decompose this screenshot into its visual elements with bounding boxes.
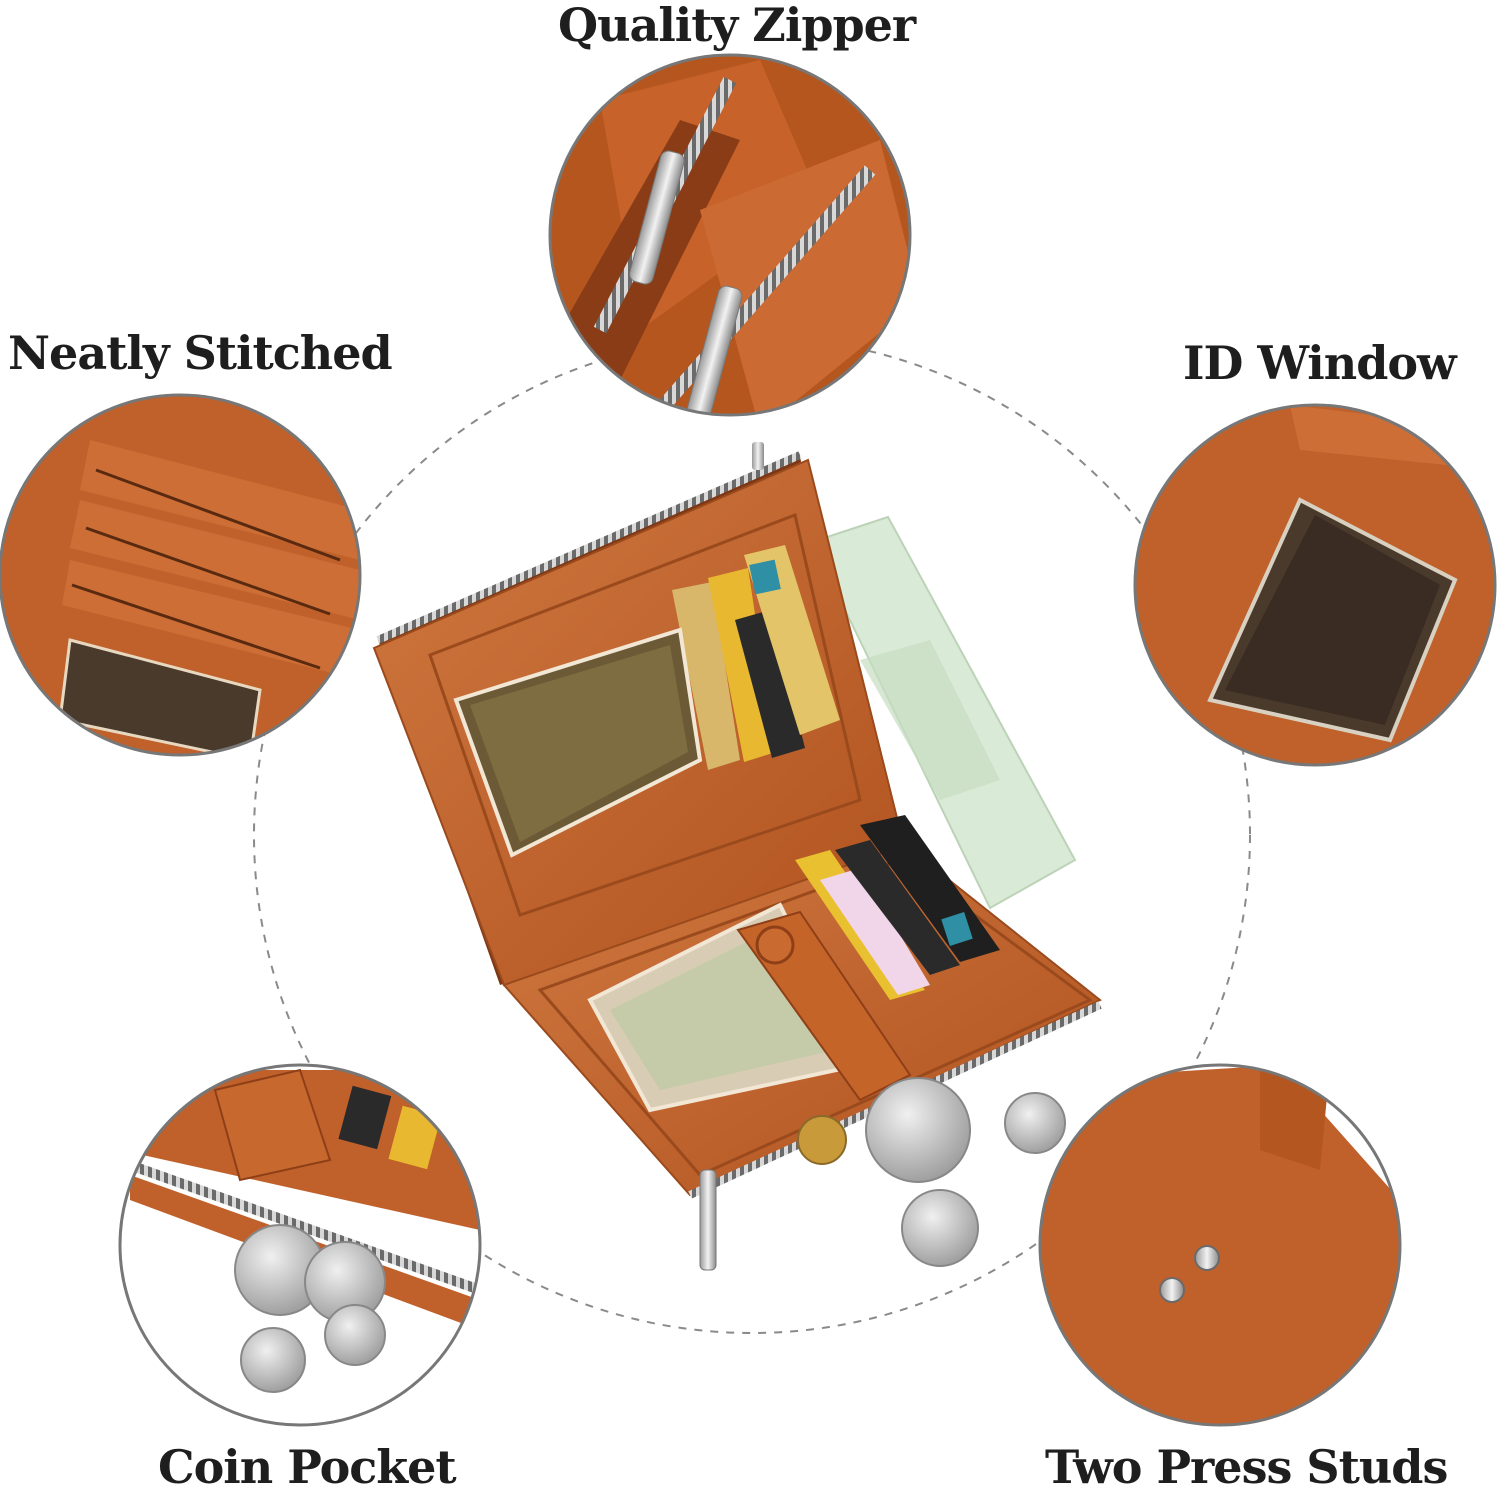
label-neatly-stitched: Neatly Stitched: [8, 326, 393, 380]
label-quality-zipper: Quality Zipper: [558, 0, 916, 52]
coin: [865, 1077, 971, 1183]
card-yellow: [708, 568, 776, 762]
top-zipper: [376, 451, 802, 644]
label-id-window: ID Window: [1183, 336, 1457, 390]
press-stud: [1159, 1277, 1185, 1303]
main-wallet: [372, 442, 1102, 1271]
coin: [797, 1115, 847, 1165]
label-coin-pocket: Coin Pocket: [158, 1440, 457, 1494]
zoom-id-window: [1133, 403, 1497, 767]
zoom-neatly-stitched: [0, 393, 362, 757]
coin: [324, 1304, 386, 1366]
card-unionpay: [744, 545, 840, 735]
coin: [1004, 1092, 1066, 1154]
zoom-coin-pocket: [118, 1063, 482, 1427]
zoom-quality-zipper: [548, 53, 912, 417]
press-stud: [1194, 1245, 1220, 1271]
coin: [901, 1189, 979, 1267]
stitch-id-window: [58, 638, 262, 755]
snap-button: [755, 925, 795, 965]
card-gold: [672, 582, 740, 770]
coin: [240, 1327, 306, 1393]
zoom-two-press-studs: [1038, 1063, 1402, 1427]
card-black: [735, 610, 805, 758]
dashed-ring: [253, 336, 1251, 1334]
label-two-press-studs: Two Press Studs: [1045, 1440, 1448, 1494]
